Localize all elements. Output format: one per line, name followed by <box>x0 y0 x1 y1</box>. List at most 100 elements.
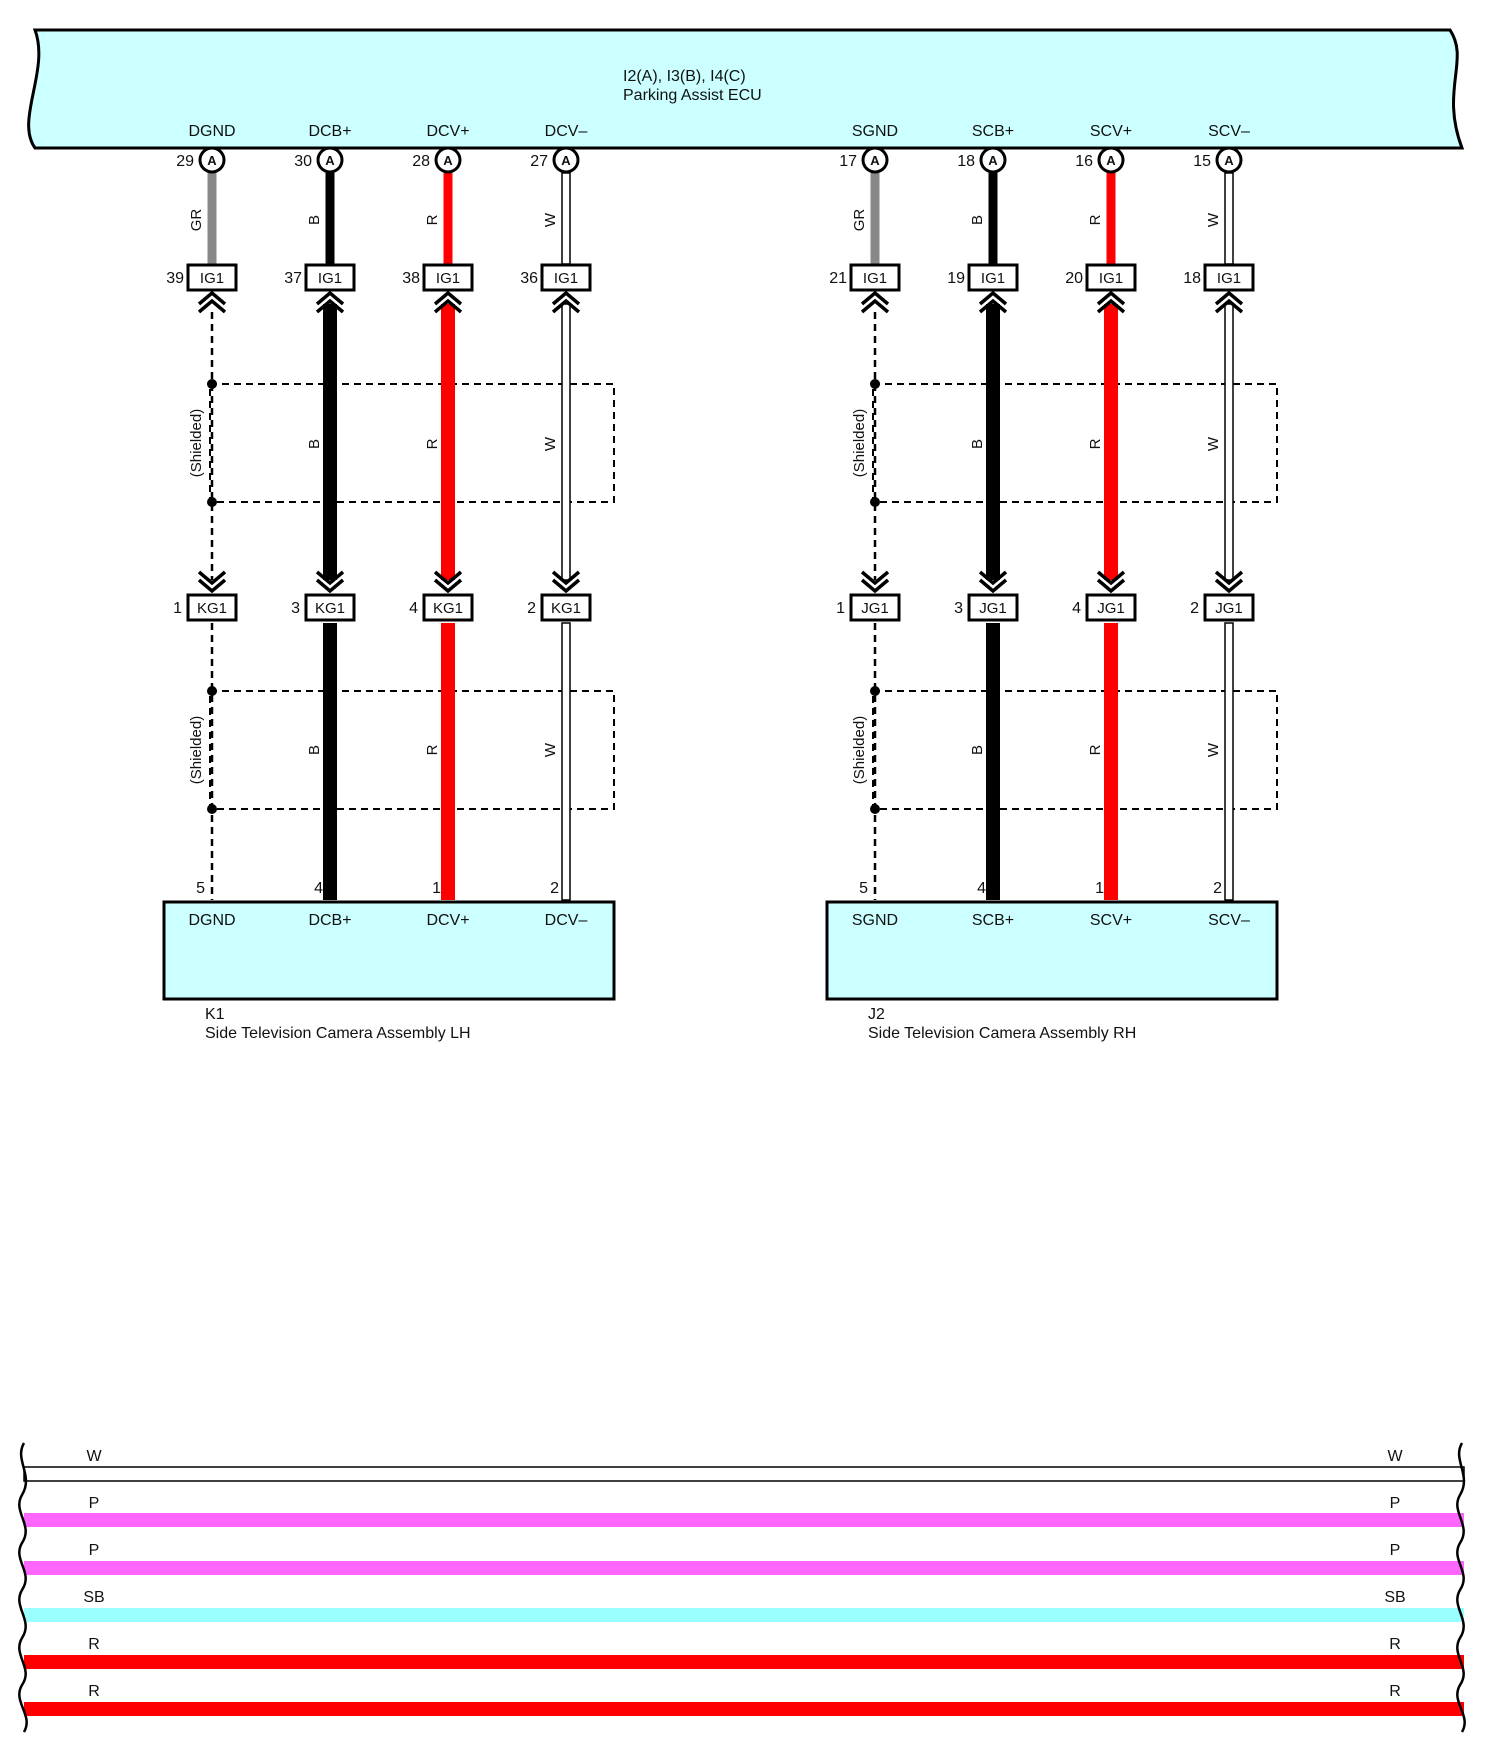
pin-number: 3 <box>291 600 300 617</box>
pin-number: 36 <box>520 270 538 287</box>
wire-color-label: W <box>1205 436 1222 451</box>
ecu-terminal: DCV– 27 A <box>530 123 587 174</box>
connector-code: IG1 <box>1217 270 1241 287</box>
component-code: K1 <box>205 1006 225 1023</box>
connector-box <box>304 263 356 292</box>
ecu-code: I2(A), I3(B), I4(C) <box>623 68 746 85</box>
inline-connector: 18 IG1 <box>1183 263 1255 314</box>
pin-number: 4 <box>1072 600 1081 617</box>
wire-color-label: P <box>89 1542 100 1559</box>
pin-number: 18 <box>957 153 975 170</box>
wire-color-label: SB <box>83 1589 104 1606</box>
wire-color-label: R <box>88 1636 100 1653</box>
wire-color-label: R <box>1389 1683 1401 1700</box>
component-j2: 5 4 1 2 SGND SCB+ SCV+ SCV– J2 Side Tele… <box>825 880 1279 1042</box>
connector-circle <box>861 146 889 174</box>
wire-scb-plus: B B B <box>969 173 1000 900</box>
chevron-down-icon <box>551 570 581 594</box>
pin-number: 16 <box>1075 153 1093 170</box>
inline-connector: 36 IG1 <box>520 263 592 314</box>
ecu-name: Parking Assist ECU <box>623 87 762 104</box>
wire-color-label: R <box>424 438 441 449</box>
connector-box <box>422 593 474 622</box>
ecu-terminals-lh: DGND 29 A DCB+ 30 A DCV+ 28 A DCV– 27 <box>176 123 587 174</box>
signal-name: SCB+ <box>972 912 1014 929</box>
wire-color-label: W <box>1205 212 1222 227</box>
connector-code: KG1 <box>551 600 581 617</box>
harness-wire-line <box>24 1513 1464 1527</box>
harness-wire-line <box>24 1702 1464 1716</box>
connector-code: IG1 <box>436 270 460 287</box>
wire-scv-minus: W W W <box>1205 172 1234 901</box>
inline-connector: 21 IG1 <box>829 263 901 314</box>
ecu-terminal: DGND 29 A <box>176 123 236 174</box>
harness-wire: SB SB <box>24 1589 1464 1622</box>
harness-wire: W W <box>23 1448 1465 1482</box>
connector-box <box>304 593 356 622</box>
wire-color-label: W <box>1205 742 1222 757</box>
wire-color-label: GR <box>851 209 868 232</box>
signal-name: SCV+ <box>1090 912 1132 929</box>
shield-box-lower <box>209 690 615 810</box>
ecu-box <box>27 28 1465 150</box>
connector-code: IG1 <box>318 270 342 287</box>
break-mark-right <box>1456 1442 1466 1733</box>
component-box <box>162 900 616 1001</box>
connector-code: KG1 <box>197 600 227 617</box>
connector-code: KG1 <box>433 600 463 617</box>
ig1-connectors-lh: 39 IG1 37 IG1 38 IG1 36 IG1 <box>166 263 592 314</box>
connector-code: KG1 <box>315 600 345 617</box>
wire-color-label: B <box>306 745 323 755</box>
wire-color-label: SB <box>1384 1589 1405 1606</box>
pin-number: 3 <box>954 600 963 617</box>
wire-dcv-plus: R R R <box>424 173 455 900</box>
component-code: J2 <box>868 1006 885 1023</box>
inline-connector: 20 IG1 <box>1065 263 1137 314</box>
pin-number: 2 <box>1213 880 1222 897</box>
ecu-banner: I2(A), I3(B), I4(C) Parking Assist ECU <box>27 28 1465 150</box>
chevron-up-icon <box>1214 290 1244 314</box>
wire-scv-plus: R R R <box>1087 173 1118 900</box>
signal-name: DCV+ <box>426 123 469 140</box>
inline-connector: 2 KG1 <box>527 570 592 622</box>
wire-color-label: R <box>424 214 441 225</box>
wire-color-label: R <box>1087 744 1104 755</box>
chevron-down-icon <box>860 570 890 594</box>
inline-connector: 39 IG1 <box>166 263 238 314</box>
wire-color-label: W <box>542 742 559 757</box>
chevron-down-icon <box>978 570 1008 594</box>
inline-connector: 1 KG1 <box>173 570 238 622</box>
lh-wire-group: (Shielded) (Shielded) GR B B B R R R <box>162 123 616 1042</box>
harness-wire-line <box>24 1561 1464 1575</box>
chevron-up-icon <box>978 290 1008 314</box>
connector-letter: A <box>870 153 880 168</box>
ecu-terminal: SGND 17 A <box>839 123 898 174</box>
pin-number: 2 <box>1190 600 1199 617</box>
shield-dot <box>870 686 880 696</box>
wire-dgnd: GR <box>188 173 217 900</box>
wire-segment <box>561 303 571 581</box>
connector-code: IG1 <box>1099 270 1123 287</box>
harness-wire-line <box>23 1466 1465 1482</box>
pin-number: 4 <box>314 880 323 897</box>
connector-box <box>967 263 1019 292</box>
connector-code: JG1 <box>861 600 889 617</box>
connector-code: IG1 <box>863 270 887 287</box>
shield-label: (Shielded) <box>851 716 868 784</box>
connector-circle <box>552 146 580 174</box>
connector-letter: A <box>988 153 998 168</box>
wire-segment <box>1224 303 1234 581</box>
chevron-up-icon <box>433 290 463 314</box>
wire-sgnd: GR <box>851 173 880 900</box>
wire-color-label: W <box>86 1448 102 1465</box>
connector-box <box>540 593 592 622</box>
shield-dot <box>870 497 880 507</box>
pin-number: 30 <box>294 153 312 170</box>
junction-connectors-lh: 1 KG1 3 KG1 4 KG1 2 KG1 <box>173 570 592 622</box>
ig1-connectors-rh: 21 IG1 19 IG1 20 IG1 18 IG1 <box>829 263 1255 314</box>
pin-number: 20 <box>1065 270 1083 287</box>
pin-number: 39 <box>166 270 184 287</box>
ecu-terminals-rh: SGND 17 A SCB+ 18 A SCV+ 16 A SCV– 15 <box>839 123 1250 174</box>
connector-circle <box>1097 146 1125 174</box>
